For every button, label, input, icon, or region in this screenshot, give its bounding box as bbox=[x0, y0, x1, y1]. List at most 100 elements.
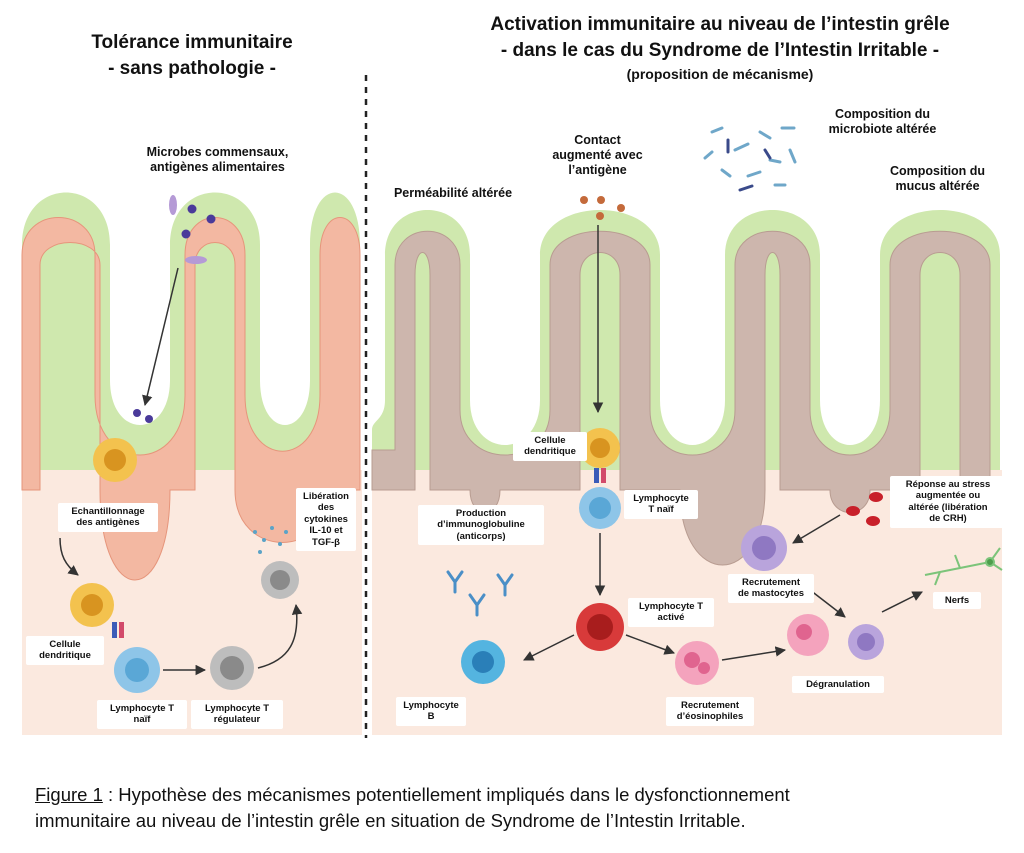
label-prod-l3: (anticorps) bbox=[456, 530, 506, 542]
label-act-l2: activé bbox=[657, 612, 685, 624]
right-lymphocyte-b bbox=[461, 640, 505, 684]
label-stress-l1: Réponse au stress bbox=[905, 479, 991, 490]
right-title: Activation immunitaire au niveau de l’in… bbox=[440, 12, 1000, 84]
caption-figure-label: Figure 1 bbox=[35, 784, 103, 805]
left-dendritic-cell-2 bbox=[70, 583, 124, 638]
label-cellule-l2: dendritique bbox=[39, 650, 91, 662]
label-mucus-l2: mucus altérée bbox=[895, 179, 980, 193]
label-treg-l2: régulateur bbox=[213, 714, 261, 726]
label-r-naif-l2: T naïf bbox=[648, 504, 674, 516]
antigen-dot bbox=[133, 409, 141, 417]
right-title-line3: (proposition de mécanisme) bbox=[626, 66, 814, 82]
label-lympho-active: Lymphocyte T activé bbox=[628, 598, 714, 627]
right-title-line1: Activation immunitaire au niveau de l’in… bbox=[490, 14, 950, 35]
caption-text-line1: : Hypothèse des mécanismes potentielleme… bbox=[102, 784, 790, 805]
arrow-activated-to-eosino bbox=[625, 634, 675, 655]
label-echant-l2: des antigènes bbox=[76, 517, 140, 529]
label-lib-l2: des bbox=[317, 502, 335, 514]
label-prod-l2: d’immunoglobuline bbox=[437, 519, 525, 531]
left-title-line2: - sans pathologie - bbox=[108, 58, 276, 79]
label-eosino-l2: d’éosinophiles bbox=[676, 711, 744, 723]
label-r-cellule-l2: dendritique bbox=[524, 446, 576, 458]
left-title-line1: Tolérance immunitaire bbox=[91, 32, 293, 53]
label-contact-l2: augmenté avec bbox=[552, 148, 643, 162]
label-contact-l3: l’antigène bbox=[568, 163, 627, 177]
label-microbes: Microbes commensaux, antigènes alimentai… bbox=[130, 145, 305, 175]
label-recrutement-eosino: Recrutement d’éosinophiles bbox=[666, 697, 754, 726]
label-lympho-regulateur: Lymphocyte T régulateur bbox=[191, 700, 283, 729]
left-dendritic-cell-1 bbox=[93, 438, 137, 482]
label-eosino-l1: Recrutement bbox=[680, 700, 740, 711]
cytokine-particles bbox=[253, 526, 288, 554]
label-b-l2: B bbox=[427, 711, 435, 723]
eosinophil bbox=[675, 641, 719, 685]
label-mucus: Composition du mucus altérée bbox=[875, 164, 1000, 194]
left-title: Tolérance immunitaire - sans pathologie … bbox=[52, 30, 332, 82]
crh-particles bbox=[846, 492, 883, 526]
label-act-l1: Lymphocyte T bbox=[638, 601, 704, 612]
left-lymphocyte-regulateur bbox=[210, 646, 254, 690]
label-cellule-l1: Cellule bbox=[49, 639, 81, 650]
label-lympho-naif-right: Lymphocyte T naïf bbox=[624, 490, 698, 519]
label-stress-l3: altérée (libération bbox=[908, 501, 988, 513]
label-recrutement-masto: Recrutement de mastocytes bbox=[728, 574, 814, 603]
contact-antigens bbox=[580, 196, 625, 220]
label-permeabilite: Perméabilité altérée bbox=[393, 186, 513, 200]
right-title-line2: - dans le cas du Syndrome de l’Intestin … bbox=[500, 40, 940, 61]
antigen-dot bbox=[145, 415, 153, 423]
nerve-cells bbox=[924, 547, 1003, 586]
right-lymphocyte-naif bbox=[579, 487, 621, 529]
figure-caption: Figure 1 : Hypothèse des mécanismes pote… bbox=[35, 782, 995, 834]
label-r-naif-l1: Lymphocyte bbox=[633, 493, 689, 504]
label-contact: Contact augmenté avec l’antigène bbox=[540, 133, 655, 178]
antigen-dot bbox=[181, 229, 191, 239]
left-lymphocyte-cytokine bbox=[261, 561, 299, 599]
label-masto-l1: Recrutement bbox=[741, 577, 801, 588]
label-stress-l2: augmentée ou bbox=[915, 490, 981, 502]
microbe-rod bbox=[169, 195, 177, 215]
label-microbiote: Composition du microbiote altérée bbox=[805, 107, 960, 137]
antibodies bbox=[446, 570, 514, 617]
antigen-dot bbox=[187, 204, 197, 214]
mastocyte bbox=[741, 525, 787, 571]
label-microbes-l2: antigènes alimentaires bbox=[150, 160, 285, 174]
arrow-degran-to-nerfs bbox=[881, 591, 923, 613]
label-lib-l1: Libération bbox=[303, 491, 349, 502]
label-degranulation: Dégranulation bbox=[792, 676, 884, 694]
arrow-masto-to-degran bbox=[809, 589, 846, 618]
label-lib-l4: IL-10 et bbox=[309, 525, 343, 537]
label-microbiote-l1: Composition du bbox=[834, 107, 931, 121]
label-microbes-l1: Microbes commensaux, bbox=[146, 145, 289, 159]
label-r-cellule-l1: Cellule bbox=[534, 435, 566, 446]
label-lympho-l2: naïf bbox=[133, 714, 151, 726]
antigen-dot bbox=[206, 214, 216, 224]
arrow-stress-to-masto bbox=[792, 514, 841, 544]
label-nerfs: Nerfs bbox=[933, 592, 981, 610]
label-masto-l2: de mastocytes bbox=[737, 588, 804, 600]
label-stress: Réponse au stress augmentée ou altérée (… bbox=[890, 476, 1006, 528]
altered-microbiota bbox=[703, 126, 797, 192]
label-microbiote-l2: microbiote altérée bbox=[828, 122, 937, 136]
label-lympho-b: Lymphocyte B bbox=[396, 697, 466, 726]
arrow-eosino-to-degran bbox=[721, 646, 787, 661]
label-stress-l4: de CRH) bbox=[929, 513, 967, 525]
label-echant-l1: Echantillonnage bbox=[71, 506, 145, 517]
right-dendritic-cell bbox=[580, 428, 620, 483]
label-cellule-dendritique-right: Cellule dendritique bbox=[513, 432, 587, 461]
label-cellule-dendritique-left: Cellule dendritique bbox=[26, 636, 104, 665]
left-commensal-microbes bbox=[133, 195, 216, 423]
label-echantillonnage: Echantillonnage des antigènes bbox=[58, 503, 158, 532]
arrow-to-dendritic bbox=[59, 537, 79, 576]
label-lib-l5: TGF-β bbox=[312, 536, 340, 548]
label-production-ig: Production d’immunoglobuline (anticorps) bbox=[418, 505, 544, 546]
label-b-l1: Lymphocyte bbox=[403, 700, 459, 711]
label-contact-l1: Contact bbox=[574, 133, 621, 147]
caption-text-line2: immunitaire au niveau de l’intestin grêl… bbox=[35, 810, 746, 831]
caption-line1: Figure 1 : Hypothèse des mécanismes pote… bbox=[35, 782, 995, 808]
degranulating-mastocyte bbox=[848, 624, 884, 660]
right-epithelium bbox=[371, 230, 991, 566]
label-prod-l1: Production bbox=[455, 508, 507, 519]
label-lympho-naif-left: Lymphocyte T naïf bbox=[97, 700, 187, 729]
label-treg-l1: Lymphocyte T bbox=[204, 703, 270, 714]
